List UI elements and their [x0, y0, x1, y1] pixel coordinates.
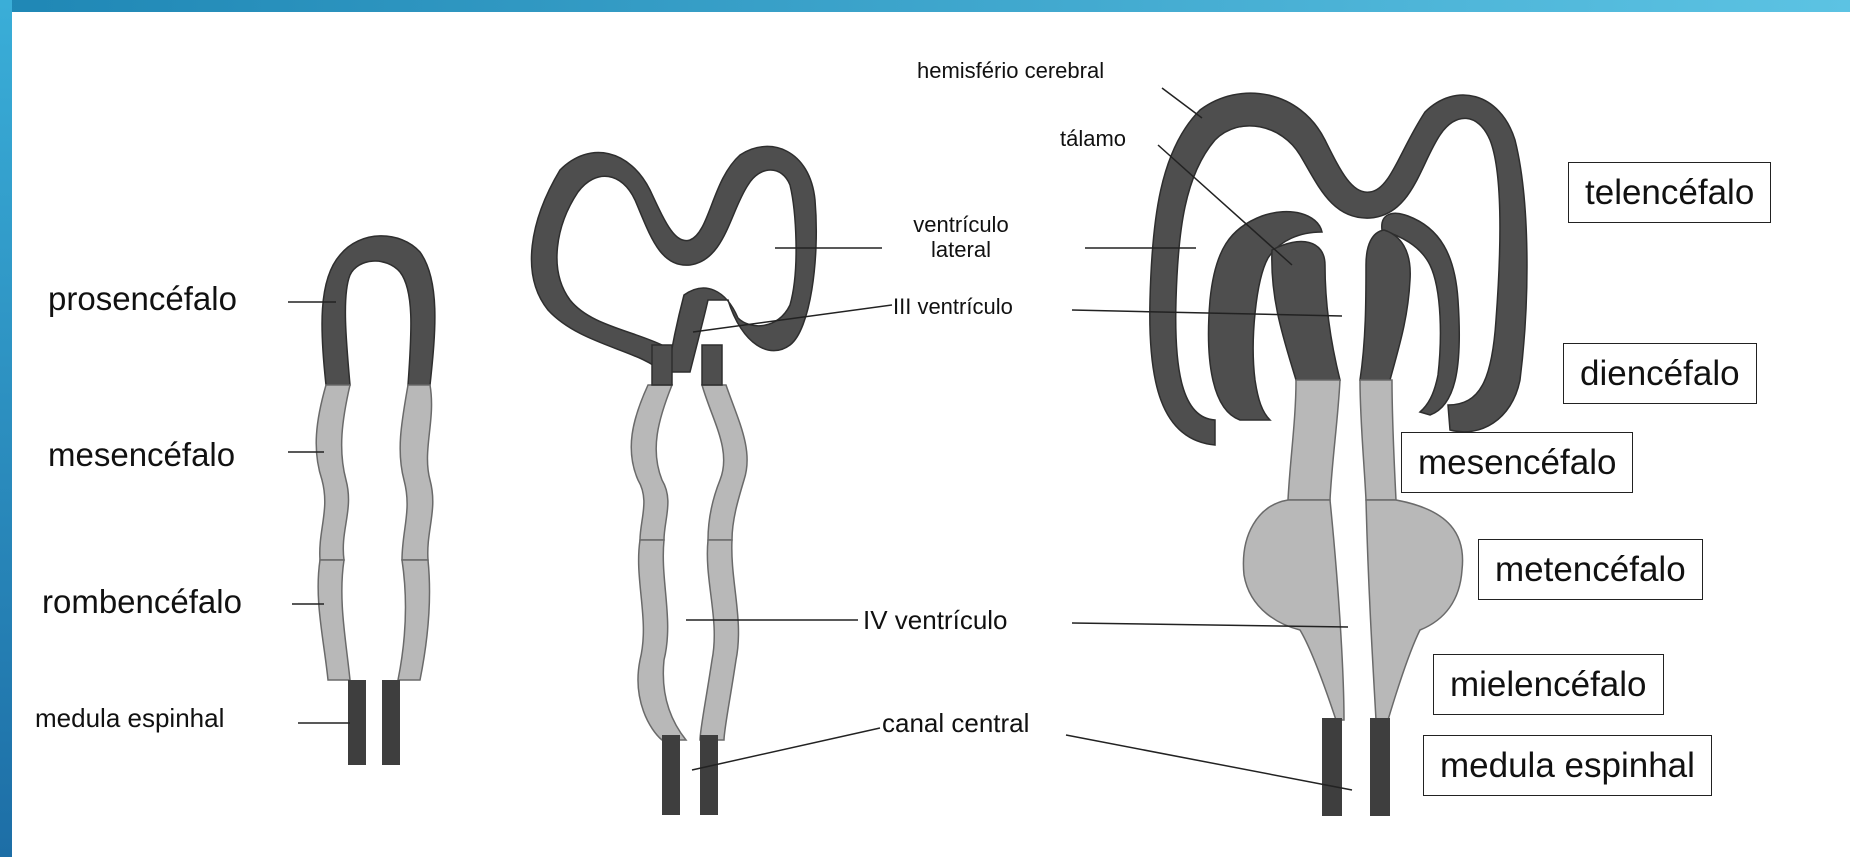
box-mesencefalo: mesencéfalo [1401, 432, 1633, 493]
box-medula-espinhal: medula espinhal [1423, 735, 1712, 796]
mesencephalon-left-wall [316, 385, 350, 560]
label-iii-ventriculo: III ventrículo [893, 296, 1013, 318]
rhombencephalon-mid-left [638, 540, 686, 740]
label-ventriculo-lateral-line1: ventrículo [913, 212, 1008, 237]
spinal-cord-right-left [1322, 718, 1342, 816]
label-ventriculo-lateral: ventrículo lateral [906, 212, 1016, 263]
prosencephalon-wall [322, 236, 435, 385]
three-vesicle-brain [288, 236, 435, 765]
label-iv-ventriculo: IV ventrículo [863, 607, 1008, 633]
label-ventriculo-lateral-line2: lateral [931, 237, 991, 262]
box-diencefalo: diencéfalo [1563, 343, 1757, 404]
mesencephalon-right-wall [400, 385, 433, 560]
diencephalon-mid-left [652, 345, 672, 385]
diencephalon-right-right [1360, 230, 1410, 380]
box-telencefalo: telencéfalo [1568, 162, 1771, 223]
box-metencefalo: metencéfalo [1478, 539, 1703, 600]
rhombencephalon-mid-right [700, 540, 738, 740]
label-hemisferio-cerebral: hemisfério cerebral [917, 60, 1104, 82]
leader-canal-central-right [1066, 735, 1352, 790]
spinal-cord-right-right [1370, 718, 1390, 816]
label-canal-central: canal central [882, 710, 1029, 736]
mesencephalon-mid-right [702, 385, 747, 540]
five-vesicle-brain [531, 146, 892, 815]
label-prosencefalo: prosencéfalo [48, 282, 237, 315]
spinal-cord-mid-left [662, 735, 680, 815]
diencephalon-right-left [1272, 242, 1340, 380]
spinal-cord-left [348, 680, 366, 765]
box-mielencefalo: mielencéfalo [1433, 654, 1664, 715]
rhombencephalon-right-wall [398, 560, 430, 680]
telencephalon-wall [531, 146, 816, 372]
label-talamo: tálamo [1060, 128, 1126, 150]
leader-hemisferio [1162, 88, 1202, 118]
spinal-cord-right [382, 680, 400, 765]
metencephalon-left [1243, 500, 1344, 720]
label-medula-espinhal-left: medula espinhal [35, 705, 224, 731]
diencephalon-mid-right [702, 345, 722, 385]
rhombencephalon-left-wall [318, 560, 350, 680]
label-rombencefalo: rombencéfalo [42, 585, 242, 618]
mesencephalon-mid-left [631, 385, 672, 540]
spinal-cord-mid-right [700, 735, 718, 815]
mesencephalon-right-left [1288, 380, 1340, 500]
mesencephalon-right-right [1360, 380, 1396, 500]
label-mesencefalo-left: mesencéfalo [48, 438, 235, 471]
